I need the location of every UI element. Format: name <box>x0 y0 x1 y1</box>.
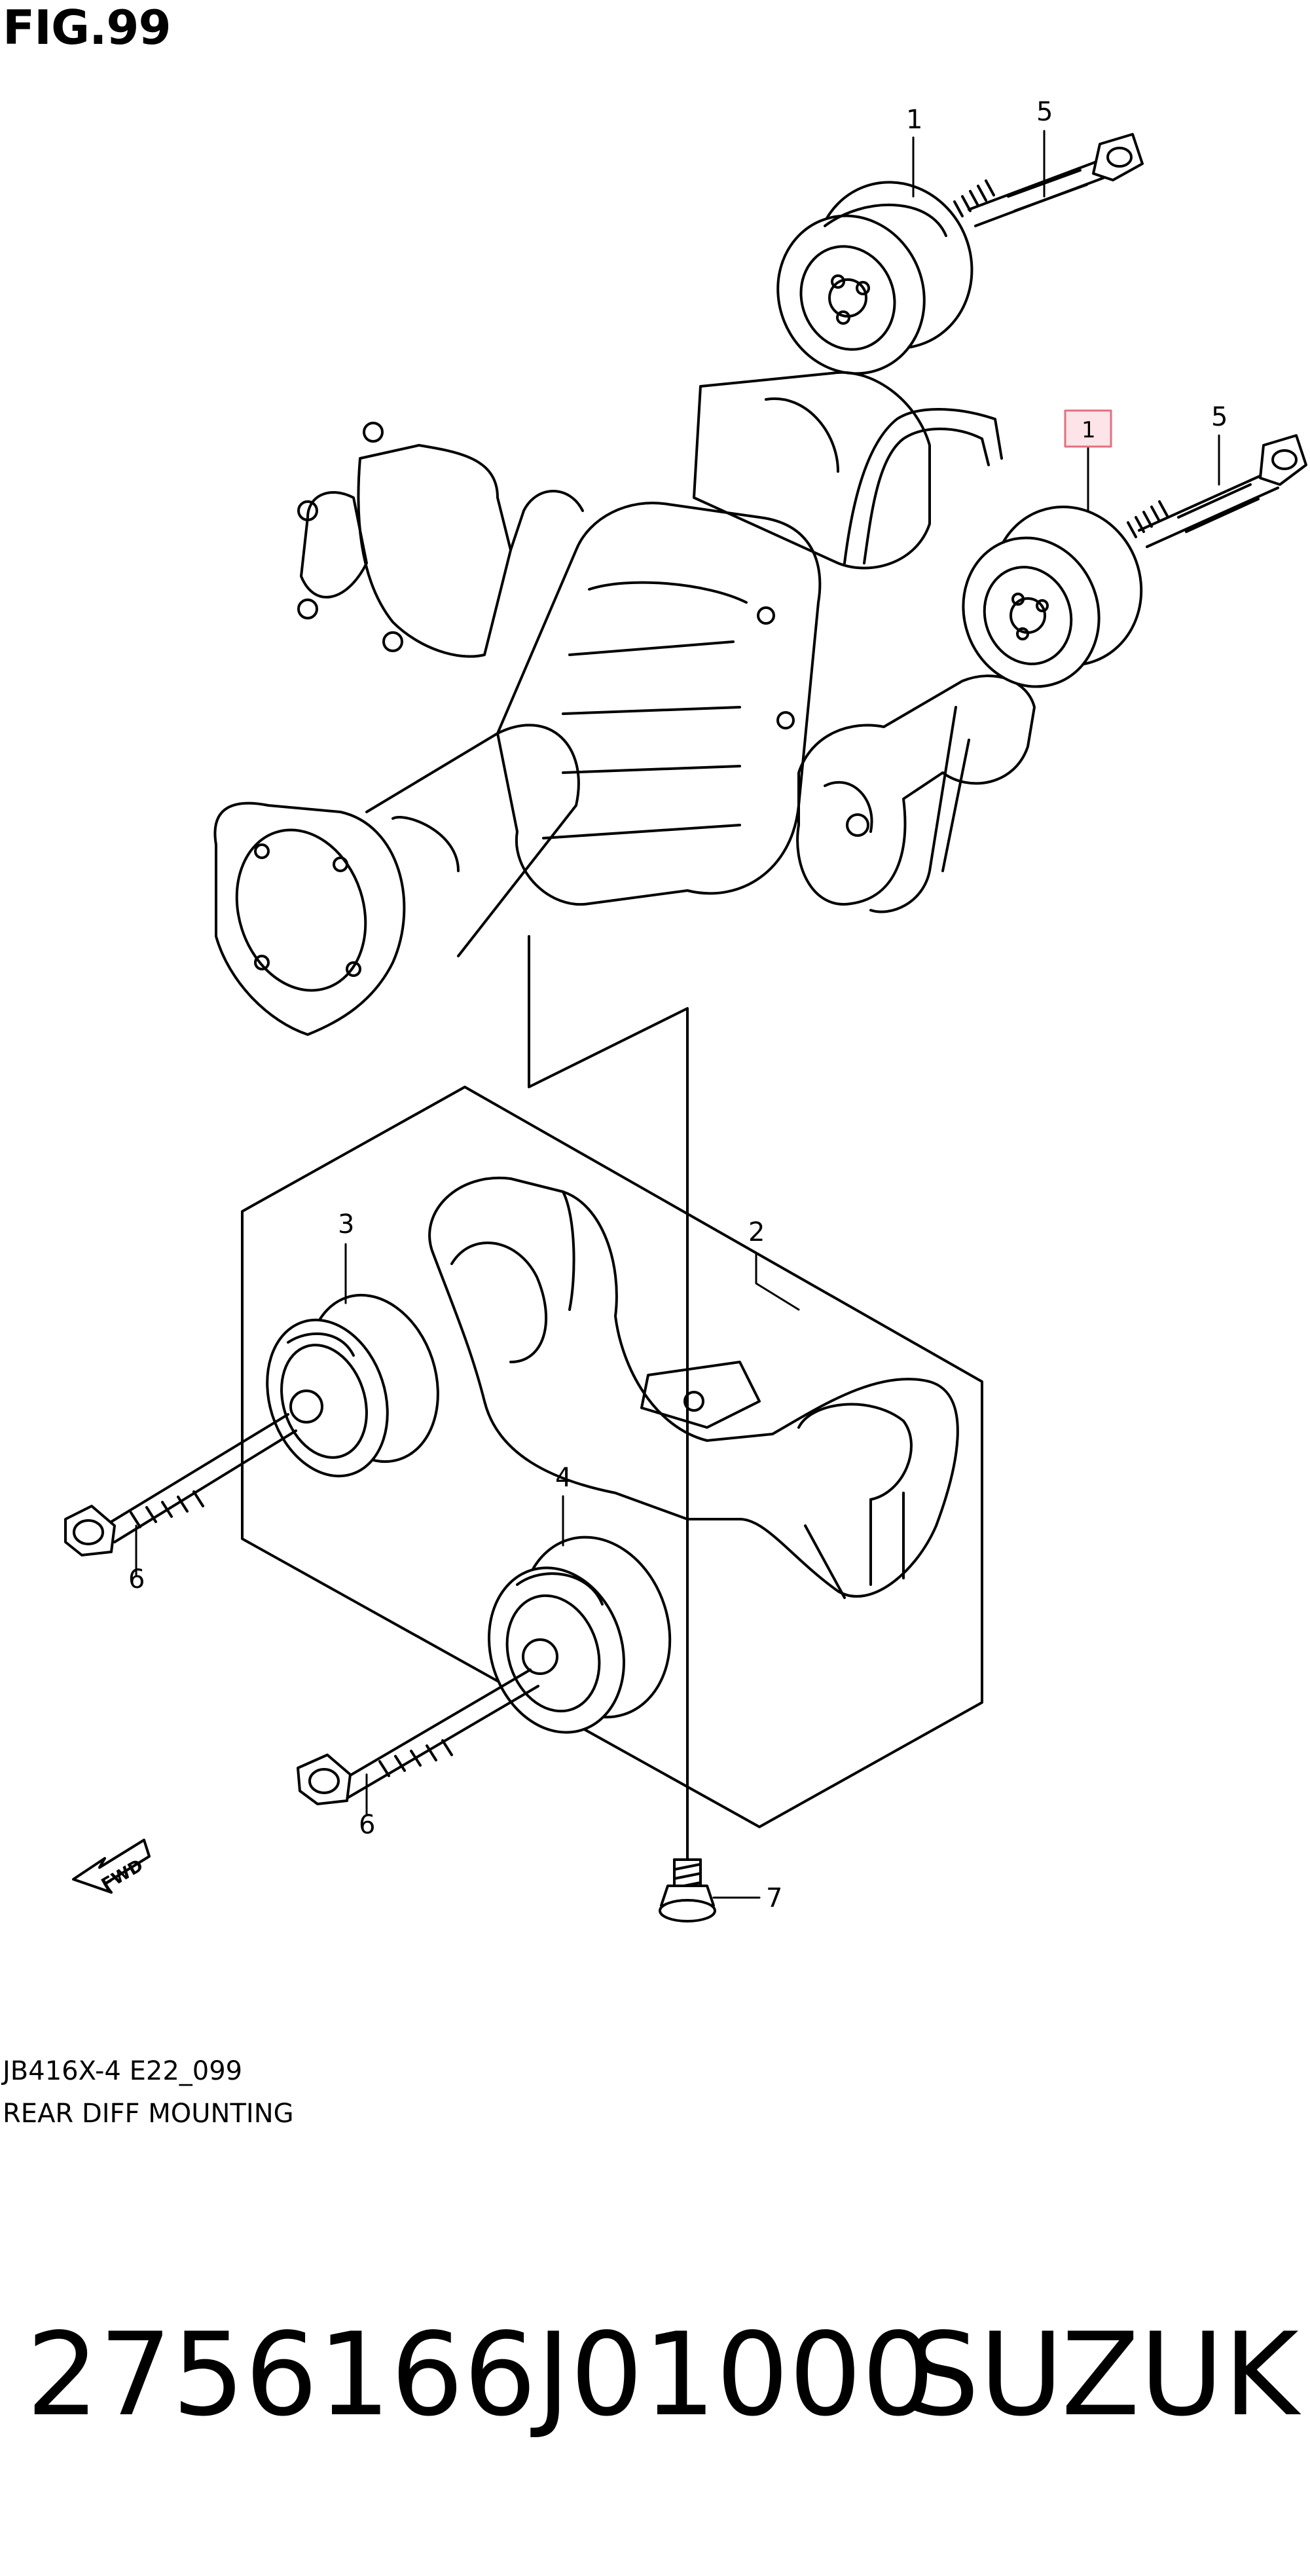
bushing-part-1-top[interactable] <box>754 158 996 396</box>
brand-name: SUZUKI <box>907 2309 1310 2442</box>
callout-1-highlighted: 1 <box>1082 417 1096 443</box>
callout-6-upper: 6 <box>128 1564 145 1594</box>
callout-3: 3 <box>338 1209 354 1240</box>
figure-title: FIG.99 <box>3 0 172 55</box>
figure-code: JB416X-4 E22_099 <box>3 2056 243 2086</box>
forward-direction-arrow <box>72 1839 151 1894</box>
callout-2: 2 <box>748 1217 765 1247</box>
callout-7: 7 <box>766 1883 782 1913</box>
bolt-part-6-lower[interactable] <box>297 1668 539 1805</box>
leader-lines <box>135 130 1220 1899</box>
bolt-part-5-right[interactable] <box>1127 434 1307 548</box>
callout-5-right: 5 <box>1211 402 1228 432</box>
highlight-box <box>1064 409 1112 448</box>
bushing-part-4[interactable] <box>468 1518 693 1750</box>
rear-differential-housing <box>213 371 1036 1036</box>
bolt-part-7[interactable] <box>659 1858 716 1923</box>
callout-1-top: 1 <box>906 105 922 135</box>
figure-description: REAR DIFF MOUNTING <box>3 2099 294 2129</box>
part-number: 2756166J01000 <box>26 2309 935 2442</box>
callout-4: 4 <box>555 1463 572 1493</box>
bushing-part-3[interactable] <box>248 1278 459 1492</box>
bushing-part-1-highlighted[interactable] <box>943 486 1163 706</box>
callout-5-top: 5 <box>1036 97 1053 127</box>
bolt-part-5-top[interactable] <box>953 133 1144 227</box>
footer: 2756166J01000 SUZUKI <box>0 2318 1310 2475</box>
bolt-part-6-upper[interactable] <box>64 1413 297 1556</box>
callout-6-lower: 6 <box>359 1810 375 1840</box>
mounting-member-part-2[interactable] <box>428 1176 959 1599</box>
